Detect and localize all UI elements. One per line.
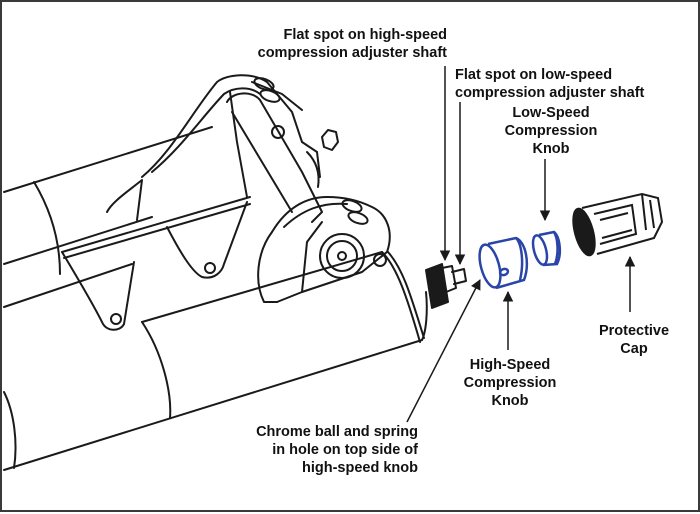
fork-dropout xyxy=(257,196,391,303)
callout-line: Cap xyxy=(620,341,648,357)
fork-crown xyxy=(141,74,339,223)
callout-line: compression adjuster shaft xyxy=(455,85,645,101)
callout-line: Compression xyxy=(463,375,557,391)
callout-line: Flat spot on high-speed xyxy=(283,27,447,43)
callout-ls-flat-spot: Flat spot on low-speed compression adjus… xyxy=(455,66,695,102)
callout-line: Flat spot on low-speed xyxy=(455,67,613,83)
callout-hs-knob: High-Speed Compression Knob xyxy=(454,356,566,410)
callout-ls-knob: Low-Speed Compression Knob xyxy=(492,104,610,158)
callout-line: Protective xyxy=(598,323,670,339)
high-speed-knob xyxy=(478,236,528,290)
callout-line: in hole on top side of xyxy=(272,442,418,458)
low-speed-knob xyxy=(531,230,562,267)
callout-line: high-speed knob xyxy=(302,460,418,476)
fork-arch xyxy=(61,179,251,331)
callout-line: compression adjuster shaft xyxy=(257,45,447,61)
chrome-ball-leader xyxy=(406,279,481,423)
protective-cap xyxy=(572,192,664,257)
compression-adjuster-shaft xyxy=(425,263,467,309)
callout-line: Compression xyxy=(504,123,598,139)
callout-line: Low-Speed xyxy=(512,105,590,121)
lower-fork-tube xyxy=(3,251,428,471)
callout-protective-cap: Protective Cap xyxy=(584,322,684,358)
callout-line: Knob xyxy=(491,393,529,409)
callout-line: High-Speed xyxy=(469,357,551,373)
callout-line: Chrome ball and spring xyxy=(256,424,418,440)
callout-chrome-ball: Chrome ball and spring in hole on top si… xyxy=(228,423,418,477)
callout-hs-flat-spot: Flat spot on high-speed compression adju… xyxy=(230,26,447,62)
callout-line: Knob xyxy=(532,141,570,157)
